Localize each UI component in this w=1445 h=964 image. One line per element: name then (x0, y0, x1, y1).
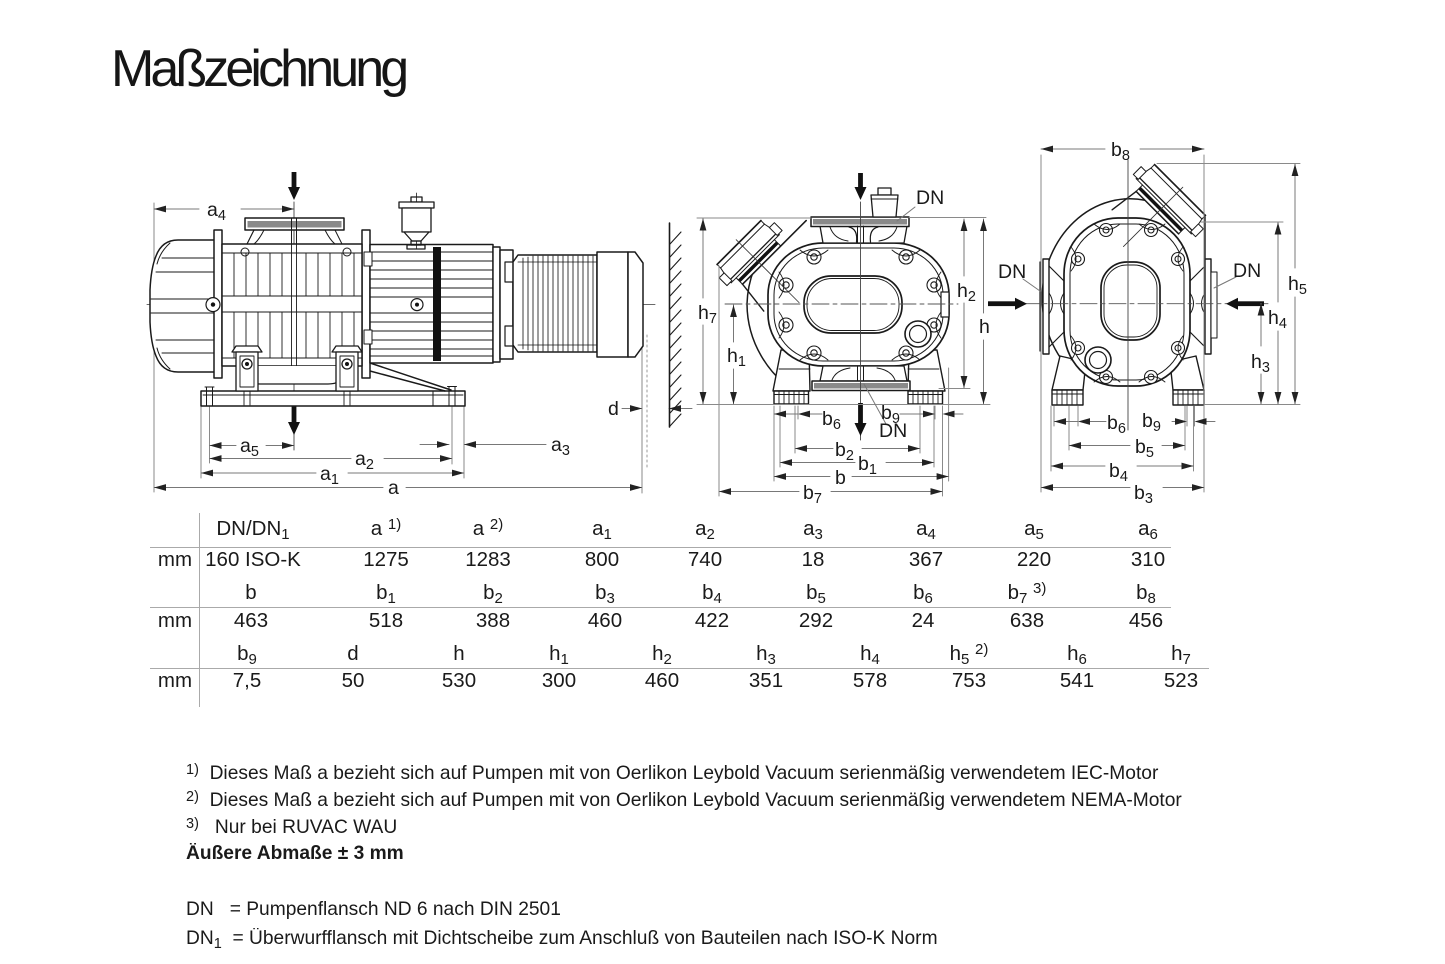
svg-text:b6: b6 (1107, 412, 1126, 437)
svg-text:DN: DN (879, 420, 907, 442)
svg-text:a2: a2 (355, 448, 374, 473)
svg-text:a1: a1 (320, 463, 339, 488)
svg-text:DN: DN (916, 187, 944, 209)
svg-text:DN: DN (998, 261, 1026, 283)
svg-text:b2: b2 (835, 439, 854, 464)
svg-text:h5: h5 (1288, 273, 1307, 298)
svg-text:a4: a4 (207, 199, 226, 224)
svg-text:b9: b9 (881, 402, 900, 427)
svg-text:DN: DN (1233, 260, 1261, 282)
svg-text:a: a (388, 477, 399, 499)
svg-text:d: d (608, 398, 619, 420)
svg-text:b: b (835, 467, 846, 489)
svg-text:b3: b3 (1134, 482, 1153, 507)
svg-text:b9: b9 (1142, 410, 1161, 435)
svg-text:h4: h4 (1268, 307, 1287, 332)
svg-text:h: h (979, 316, 990, 338)
svg-text:b4: b4 (1109, 460, 1128, 485)
svg-text:a3: a3 (551, 434, 570, 459)
svg-text:h2: h2 (957, 280, 976, 305)
svg-text:b6: b6 (822, 408, 841, 433)
svg-text:b7: b7 (803, 482, 822, 507)
svg-text:b1: b1 (858, 453, 877, 478)
svg-text:h7: h7 (698, 302, 717, 327)
svg-text:h1: h1 (727, 345, 746, 370)
svg-text:h3: h3 (1251, 351, 1270, 376)
svg-text:a5: a5 (240, 435, 259, 460)
svg-text:b5: b5 (1135, 436, 1154, 461)
svg-text:b8: b8 (1111, 139, 1130, 164)
